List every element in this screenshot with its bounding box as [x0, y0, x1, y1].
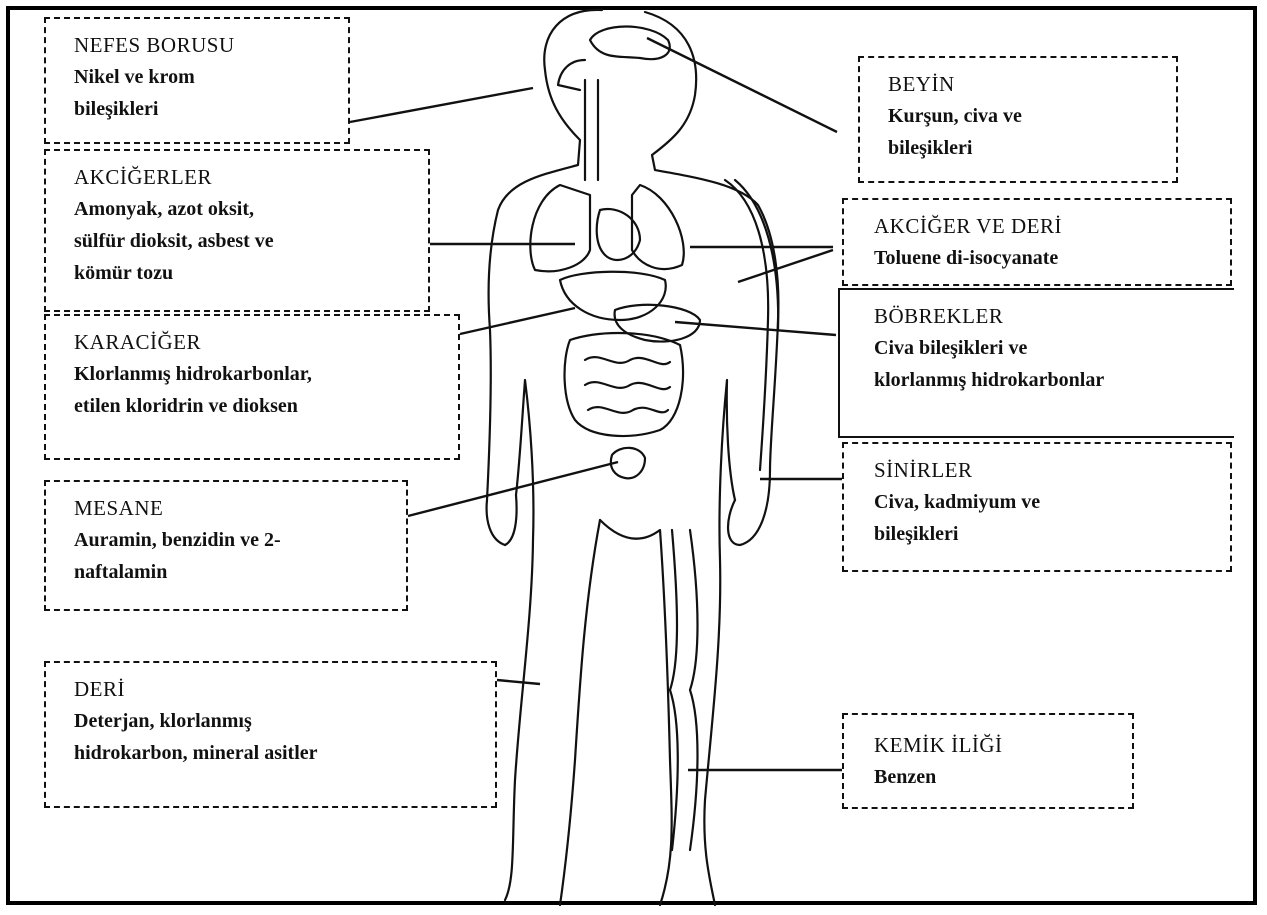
right-leg-outline [704, 380, 735, 905]
box-bobrekler: BÖBREKLER Civa bileşikleri ve klorlanmış… [838, 288, 1234, 438]
liver [560, 272, 666, 320]
box-akciger-ve-deri: AKCİĞER VE DERİ Toluene di-isocyanate [842, 198, 1232, 286]
box-mesane: MESANE Auramin, benzidin ve 2- naftalami… [44, 480, 408, 611]
leader-akciger-deri-2 [738, 250, 833, 282]
inner-leg-outline [600, 520, 672, 905]
inner-left-leg [560, 520, 600, 905]
agents-beyin: Kurşun, civa ve bileşikleri [888, 100, 1166, 164]
agents-sinirler: Civa, kadmiyum ve bileşikleri [874, 486, 1220, 550]
agents-nefes-borusu: Nikel ve krom bileşikleri [74, 61, 338, 125]
leg-bone [690, 530, 698, 850]
agents-karaciger: Klorlanmış hidrokarbonlar, etilen klorid… [74, 358, 448, 422]
box-karaciger: KARACİĞER Klorlanmış hidrokarbonlar, eti… [44, 314, 460, 460]
title-karaciger: KARACİĞER [74, 326, 448, 358]
leader-mesane [408, 462, 618, 516]
title-kemik-iligi: KEMİK İLİĞİ [874, 729, 1122, 761]
leader-deri [497, 680, 540, 684]
agents-mesane: Auramin, benzidin ve 2- naftalamin [74, 524, 396, 588]
arm-nerve [725, 180, 778, 470]
agents-akciger-ve-deri: Toluene di-isocyanate [874, 242, 1220, 274]
leader-bobrekler [675, 322, 836, 335]
box-akcigerler: AKCİĞERLER Amonyak, azot oksit, sülfür d… [44, 149, 430, 312]
title-akciger-ve-deri: AKCİĞER VE DERİ [874, 210, 1220, 242]
agents-kemik-iligi: Benzen [874, 761, 1122, 793]
leader-karaciger [460, 308, 575, 334]
title-sinirler: SİNİRLER [874, 454, 1220, 486]
title-mesane: MESANE [74, 492, 396, 524]
box-sinirler: SİNİRLER Civa, kadmiyum ve bileşikleri [842, 442, 1232, 572]
title-deri: DERİ [74, 673, 485, 705]
title-nefes-borusu: NEFES BORUSU [74, 29, 338, 61]
box-kemik-iligi: KEMİK İLİĞİ Benzen [842, 713, 1134, 809]
lung-left [530, 185, 590, 271]
intestines [565, 333, 684, 436]
leader-beyin [647, 38, 837, 132]
box-nefes-borusu: NEFES BORUSU Nikel ve krom bileşikleri [44, 17, 350, 144]
agents-deri: Deterjan, klorlanmış hidrokarbon, minera… [74, 705, 485, 769]
box-beyin: BEYİN Kurşun, civa ve bileşikleri [858, 56, 1178, 183]
lung-right [632, 185, 684, 269]
title-bobrekler: BÖBREKLER [874, 300, 1224, 332]
leader-nefes-borusu [350, 88, 533, 122]
agents-bobrekler: Civa bileşikleri ve klorlanmış hidrokarb… [874, 332, 1224, 396]
left-leg-outline [505, 380, 533, 900]
title-akcigerler: AKCİĞERLER [74, 161, 418, 193]
box-deri: DERİ Deterjan, klorlanmış hidrokarbon, m… [44, 661, 497, 808]
agents-akcigerler: Amonyak, azot oksit, sülfür dioksit, asb… [74, 193, 418, 289]
intestine-loops [585, 357, 670, 413]
heart [597, 209, 640, 260]
title-beyin: BEYİN [888, 68, 1166, 100]
